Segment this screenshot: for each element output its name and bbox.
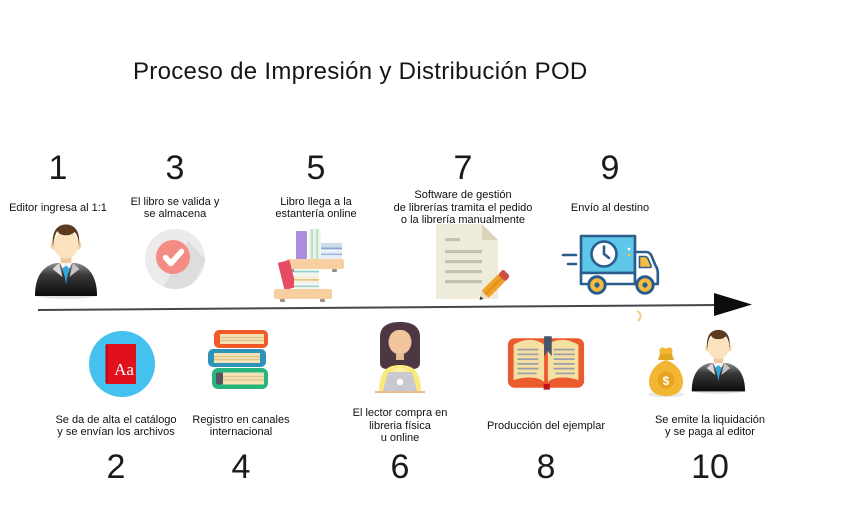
step-1-label: Editor ingresa al 1:1 xyxy=(9,201,107,214)
reader-laptop-icon xyxy=(375,322,425,393)
step-5-label: Libro llega a la estantería online xyxy=(275,195,357,221)
document-pencil-icon xyxy=(436,224,509,300)
step-4: Registro en canales internacional 4 xyxy=(168,404,314,486)
step-3: 3 El libro se valida y se almacena xyxy=(103,150,247,227)
step-10: Se emite la liquidación y se paga al edi… xyxy=(633,404,787,486)
step-4-label: Registro en canales internacional xyxy=(192,413,290,439)
timeline-arrow xyxy=(37,293,752,322)
catalog-cover-text: Aa xyxy=(114,360,134,379)
step-9-label: Envío al destino xyxy=(570,201,650,214)
step-6: El lector compra en libreria física u on… xyxy=(327,404,473,485)
step-4-number: 4 xyxy=(231,448,251,486)
step-8: Producción del ejemplar 8 xyxy=(466,404,626,485)
step-9-number: 9 xyxy=(600,149,620,187)
sparkle-mark xyxy=(636,310,642,322)
money-bag-businessman-icon: $ xyxy=(648,329,746,398)
step-7-label: Software de gestión de librerías tramita… xyxy=(393,189,533,227)
step-3-number: 3 xyxy=(165,149,185,187)
step-3-label: El libro se valida y se almacena xyxy=(130,195,220,221)
step-1-number: 1 xyxy=(48,149,68,187)
step-6-label: El lector compra en libreria física u on… xyxy=(352,407,448,445)
step-10-label: Se emite la liquidación y se paga al edi… xyxy=(654,413,766,439)
delivery-truck-icon xyxy=(561,234,660,295)
step-2-label: Se da de alta el catálogo y se envían lo… xyxy=(55,413,177,439)
step-5: 5 Libro llega a la estantería online xyxy=(242,150,390,227)
bookshelf-icon xyxy=(274,229,344,302)
step-2-number: 2 xyxy=(106,448,126,486)
step-7: 7 Software de gestión de librerías trami… xyxy=(366,150,560,227)
check-circle-icon xyxy=(145,229,205,289)
step-8-label: Producción del ejemplar xyxy=(486,419,605,432)
step-9: 9 Envío al destino xyxy=(533,150,687,227)
step-5-number: 5 xyxy=(306,149,326,187)
open-book-icon xyxy=(507,336,585,390)
step-7-number: 7 xyxy=(453,149,473,187)
step-6-number: 6 xyxy=(390,448,410,486)
page-title: Proceso de Impresión y Distribución POD xyxy=(133,58,588,85)
step-1: 1 Editor ingresa al 1:1 xyxy=(0,150,116,227)
catalog-book-icon: Aa xyxy=(89,331,155,397)
books-stack-icon xyxy=(208,330,268,389)
dollar-symbol: $ xyxy=(663,374,670,388)
step-8-number: 8 xyxy=(536,448,556,486)
step-10-number: 10 xyxy=(691,448,729,486)
step-2: Se da de alta el catálogo y se envían lo… xyxy=(43,404,189,486)
